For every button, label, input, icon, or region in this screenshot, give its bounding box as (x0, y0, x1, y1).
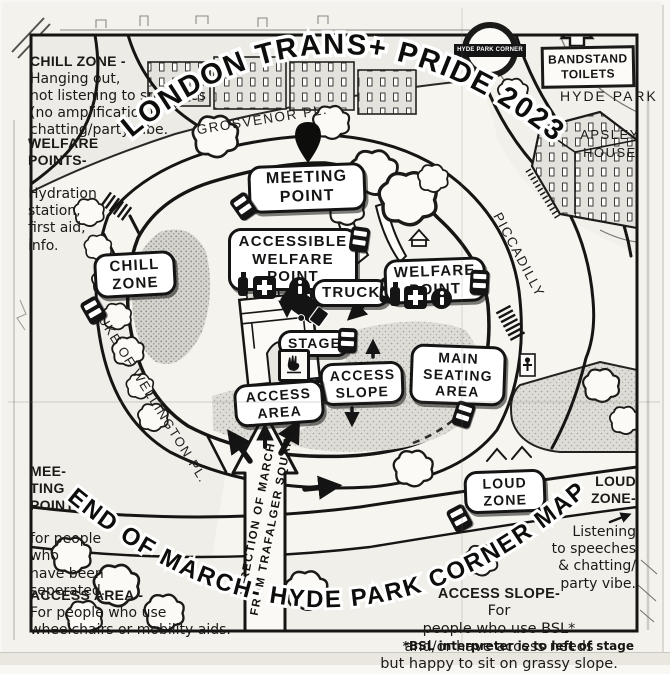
place-label-apsley-house: APSLEY HOUSE (580, 127, 640, 160)
banner-main-seating-area: MAIN SEATING AREA (408, 343, 508, 407)
roundel-station-name: HYDE PARK CORNER (454, 44, 526, 57)
bsl-footnote: *BSL interpreter is to left of stage (402, 639, 634, 653)
buckle-icon (348, 225, 371, 254)
legend-access-area-body: For people who use wheelchairs or mobili… (30, 605, 231, 639)
station-roundel: HYDE PARK CORNER (454, 22, 526, 78)
legend-access-area: ACCESS AREA - For people who use wheelch… (30, 570, 245, 639)
legend-loud-zone-body: Listening to speeches & chatting/ party … (551, 524, 636, 592)
legend-meeting-point-head: MEE- TING POINT- (30, 463, 79, 514)
bottom-band (31, 507, 637, 631)
info-icon (289, 277, 310, 298)
paper-bottom-edge (0, 652, 670, 665)
street-label-piccadilly: PICCADILLY (490, 209, 548, 300)
map-content (31, 35, 637, 631)
legend-chill-zone-head: CHILL ZONE - (30, 53, 126, 70)
legend-loud-zone: LOUD ZONE- Listening to speeches & chatt… (524, 456, 636, 593)
first-aid-icon (253, 276, 276, 299)
statue-figure (519, 353, 536, 377)
legend-access-slope-head: ACCESS SLOPE- (437, 585, 561, 602)
water-bottle-icon (390, 287, 400, 306)
legend-loud-zone-head: LOUD ZONE- (590, 473, 636, 507)
bandstand-arrow-icon (559, 35, 595, 48)
legend-welfare-points: WELFARE POINTS- Hydration station, first… (28, 118, 120, 255)
tent-icon (407, 228, 431, 247)
legend-access-slope-body: For people who use BSL* and/or have acce… (380, 603, 618, 673)
banner-meeting-point: MEETING POINT (247, 161, 367, 214)
pedestrian-crossing-west (100, 191, 133, 221)
legend-chill-zone: CHILL ZONE - Hanging out, not listening … (30, 36, 218, 139)
pedestrian-crossing-east (495, 304, 526, 341)
banner-access-area: ACCESS AREA (232, 378, 326, 429)
banner-chill-zone: CHILL ZONE (92, 249, 178, 300)
first-aid-icon (404, 286, 427, 309)
info-icon (431, 288, 452, 309)
legend-access-area-head: ACCESS AREA - (30, 587, 144, 604)
paper-fold-crease (8, 401, 660, 403)
place-label-hyde-park: HYDE PARK (560, 88, 658, 104)
paper-fold-crease (461, 8, 463, 648)
legend-welfare-points-head: WELFARE POINTS- (28, 135, 99, 169)
bandstand-toilets-sign: BANDSTAND TOILETS (540, 45, 636, 89)
banner-access-slope: ACCESS SLOPE (319, 360, 405, 407)
banner-accessible-welfare-point: ACCESSIBLE WELFARE POINT (228, 228, 358, 292)
roundabout-outer-ring (94, 134, 523, 490)
banner-loud-zone: LOUD ZONE (463, 468, 547, 515)
water-bottle-icon (238, 277, 248, 296)
map-border-frame (29, 33, 639, 633)
buckle-icon (469, 269, 490, 296)
legend-access-slope: ACCESS SLOPE- For people who use BSL* an… (358, 568, 640, 674)
legend-meeting-point-body: for people who have been seperated. (30, 531, 106, 599)
legend-meeting-point: MEE- TING POINT- for people who have bee… (30, 446, 134, 600)
buckle-icon (337, 327, 358, 354)
bsl-interpreter-icon (278, 349, 310, 382)
banner-truck: TRUCK (312, 279, 390, 307)
map-pin-icon (295, 122, 321, 163)
street-label-march-route: DIRECTION OF MARCH FROM TRAFALGER SQUARE (236, 426, 297, 617)
terrace-buildings (147, 56, 417, 115)
apsley-house-building (525, 110, 637, 230)
legend-chill-zone-body: Hanging out, not listening to speeches (… (30, 71, 206, 139)
legend-welfare-points-body: Hydration station, first aid, info. (28, 186, 97, 254)
